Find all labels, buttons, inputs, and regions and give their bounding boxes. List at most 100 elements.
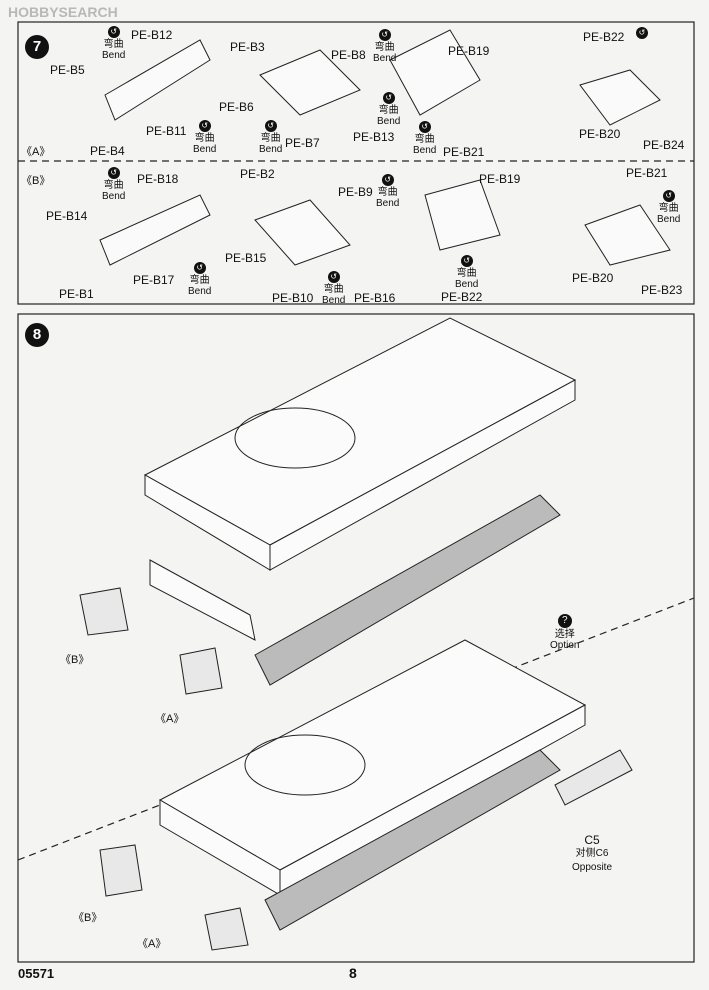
bend-icon: ↺: [636, 27, 648, 39]
label-pe-b22: PE-B22: [583, 30, 625, 44]
hull-lower-rear-upper: [149, 559, 256, 641]
mudflaps-step8: [79, 587, 633, 951]
label-pe-b24: PE-B24: [643, 138, 685, 152]
part-c5-note: C5 对侧C6 Opposite: [572, 833, 612, 875]
row-a-tag: 《A》: [21, 146, 51, 158]
row-b-parts: [99, 179, 671, 266]
label-pe-b11: PE-B11: [146, 124, 187, 138]
label-pe-b15: PE-B15: [225, 251, 267, 265]
side-skirt-c5: [554, 749, 633, 806]
label-pe-b13: PE-B13: [353, 130, 395, 144]
label-pe-b20-b: PE-B20: [572, 271, 614, 285]
vehicle-lower: [158, 639, 587, 931]
mudflap-a-lower: [204, 907, 249, 951]
tag-b-upper: 《B》: [60, 654, 90, 666]
bend-icon: ↺: [107, 26, 120, 38]
mudflap-b-left: [99, 194, 211, 266]
mudflap-b-upper: [79, 587, 129, 636]
label-pe-b1: PE-B1: [59, 287, 94, 301]
hull-side-lower: [279, 704, 586, 896]
bend-note-a7: ↺: [636, 27, 648, 40]
vehicle-upper: [143, 317, 577, 686]
mudflap-a-left: [104, 39, 211, 121]
label-pe-b4: PE-B4: [90, 144, 125, 158]
label-pe-b12: PE-B12: [131, 28, 173, 42]
mudflap-b-far: [584, 204, 671, 266]
bend-icon: ↺: [378, 29, 391, 41]
bend-icon: ↺: [381, 174, 394, 186]
label-pe-b21-b: PE-B21: [626, 166, 668, 180]
bend-icon: ↺: [662, 190, 675, 202]
label-pe-b7: PE-B7: [285, 136, 320, 150]
step7-number: 7: [25, 35, 49, 59]
step8-number: 8: [25, 323, 49, 347]
label-pe-b18: PE-B18: [137, 172, 179, 186]
track-lower: [264, 749, 561, 931]
label-pe-b3: PE-B3: [230, 40, 265, 54]
label-pe-b22-b: PE-B22: [441, 290, 483, 304]
bend-icon: ↺: [418, 121, 431, 133]
mudflap-b-lower: [99, 844, 143, 897]
tag-a-upper: 《A》: [155, 713, 185, 725]
bend-icon: ↺: [460, 255, 473, 267]
step8-frame: [17, 313, 695, 963]
mudflap-a-far: [579, 69, 661, 126]
page-code: 05571: [18, 966, 55, 981]
bend-icon: ↺: [107, 167, 120, 179]
label-pe-b20: PE-B20: [579, 127, 621, 141]
tag-b-lower: 《B》: [73, 912, 103, 924]
label-pe-b8: PE-B8: [331, 48, 366, 62]
bend-icon: ↺: [327, 271, 340, 283]
label-pe-b5: PE-B5: [50, 63, 85, 77]
label-pe-b9: PE-B9: [338, 185, 373, 199]
part-code: C5: [584, 833, 600, 847]
label-pe-b19-b: PE-B19: [479, 172, 521, 186]
bend-icon: ↺: [264, 120, 277, 132]
hobbysearch-watermark: HOBBYSEARCH: [8, 4, 118, 20]
label-pe-b21: PE-B21: [443, 145, 485, 159]
label-pe-b10: PE-B10: [272, 291, 314, 305]
label-pe-b6: PE-B6: [219, 100, 254, 114]
watermark-brand: HOBBYSEARCH: [8, 4, 118, 20]
label-pe-b19: PE-B19: [448, 44, 490, 58]
tag-a-lower: 《A》: [137, 938, 167, 950]
label-pe-b16: PE-B16: [354, 291, 396, 305]
step7-frame: [17, 21, 695, 305]
bend-icon: ↺: [382, 92, 395, 104]
row-a-parts: [104, 29, 661, 126]
part-opposite-cn: 对侧C6: [575, 848, 609, 859]
part-opposite-en: Opposite: [572, 862, 613, 873]
mudflap-a-mid: [259, 49, 361, 116]
label-pe-b23: PE-B23: [641, 283, 683, 297]
label-pe-b2: PE-B2: [240, 167, 275, 181]
mudflap-b-mid: [254, 199, 351, 266]
track-upper: [254, 494, 561, 686]
hull-side-upper: [269, 379, 576, 571]
label-pe-b17: PE-B17: [133, 273, 175, 287]
row-b-tag: 《B》: [21, 175, 51, 187]
bend-icon: ↺: [193, 262, 206, 274]
mudflap-a-upper: [179, 647, 223, 695]
question-icon: ?: [557, 614, 572, 628]
mudflap-b-right: [424, 179, 501, 251]
turret-ring-lower: [244, 734, 366, 796]
page-number: 8: [349, 965, 357, 981]
turret-ring-upper: [234, 407, 356, 469]
bend-icon: ↺: [198, 120, 211, 132]
mudflap-a-right: [389, 29, 481, 116]
label-pe-b14: PE-B14: [46, 209, 88, 223]
